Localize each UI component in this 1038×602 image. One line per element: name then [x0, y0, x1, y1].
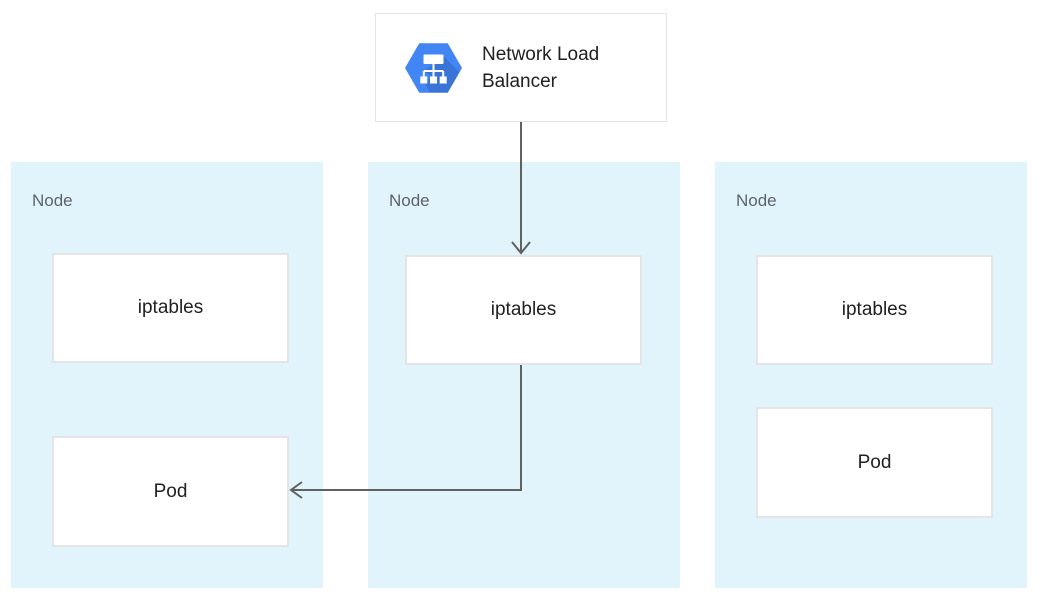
- node-3-pod-label: Pod: [857, 451, 892, 473]
- node-2: Node iptables: [368, 162, 680, 588]
- node-1-pod-label: Pod: [153, 480, 188, 502]
- node-3-iptables-box: iptables: [756, 255, 993, 365]
- node-1-label: Node: [32, 191, 73, 210]
- node-1-iptables-box: iptables: [52, 253, 289, 363]
- node-3-label: Node: [736, 191, 777, 210]
- node-3: Node iptables Pod: [715, 162, 1027, 588]
- node-3-pod-box: Pod: [756, 407, 993, 518]
- network-load-balancer-label: Network Load Balancer: [482, 43, 600, 92]
- node-1: Node iptables Pod: [11, 162, 323, 588]
- node-3-iptables-label: iptables: [841, 299, 908, 320]
- node-1-pod-box: Pod: [52, 436, 289, 547]
- network-load-balancer-box: Network Load Balancer: [375, 13, 667, 122]
- node-2-iptables-label: iptables: [490, 299, 557, 320]
- node-2-label: Node: [389, 191, 430, 210]
- network-load-balancer-icon: [405, 40, 462, 96]
- node-1-iptables-label: iptables: [137, 297, 204, 318]
- node-2-iptables-box: iptables: [405, 255, 642, 365]
